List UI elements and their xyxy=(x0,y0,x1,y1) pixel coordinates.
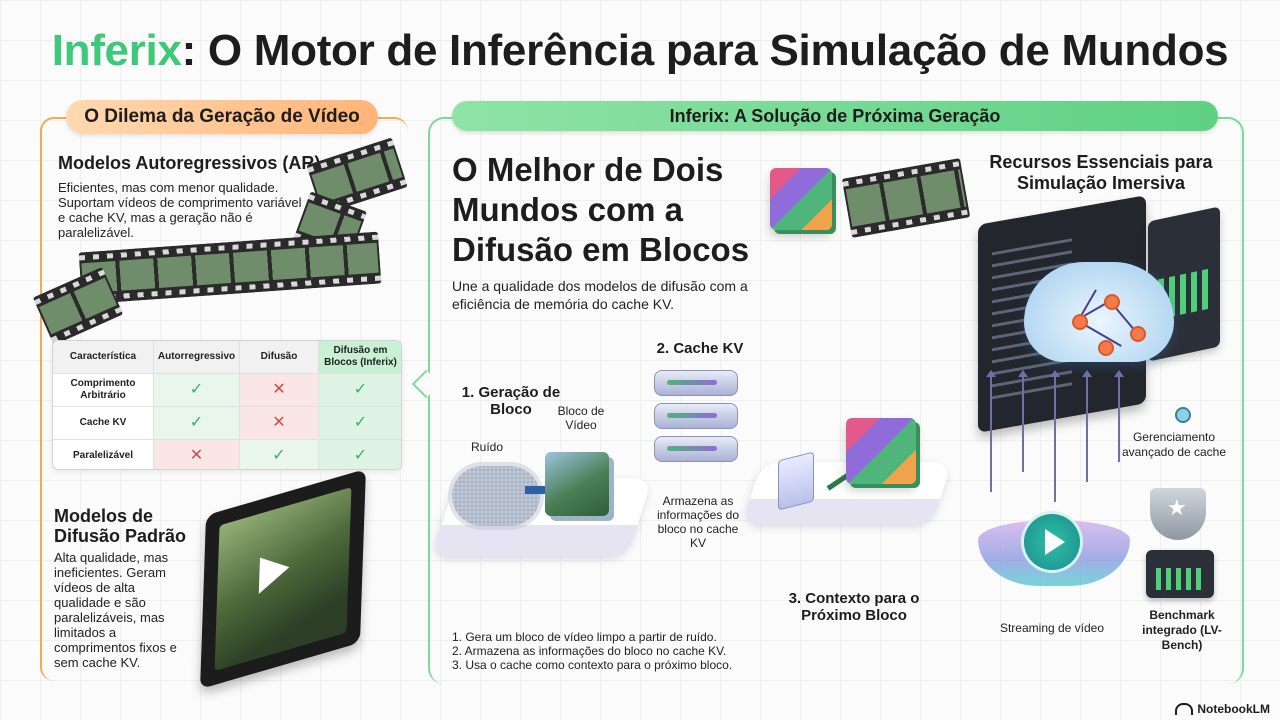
block-diffusion-title: O Melhor de Dois Mundos com a Difusão em… xyxy=(452,151,750,268)
step3-label: 3. Contexto para o Próximo Bloco xyxy=(788,590,920,624)
table-feature-cell: Paralelizável xyxy=(53,440,154,469)
title-rest: : O Motor de Inferência para Simulação d… xyxy=(181,26,1229,75)
check-icon: ✓ xyxy=(319,407,401,439)
block-diffusion-description: Une a qualidade dos modelos de difusão c… xyxy=(452,278,748,312)
arrow-right-icon xyxy=(525,480,557,500)
check-icon: ✓ xyxy=(240,440,319,469)
cross-icon: ✕ xyxy=(154,440,240,469)
cache-layer xyxy=(654,370,738,396)
trophy-icon: ★ xyxy=(1150,488,1206,540)
cache-layer xyxy=(654,403,738,429)
table-header-cell: Difusão em Blocos (Inferix) xyxy=(319,341,401,373)
check-icon: ✓ xyxy=(154,407,240,439)
list-item: 1. Gera um bloco de vídeo limpo a partir… xyxy=(452,630,717,644)
noise-label: Ruído xyxy=(470,440,504,454)
table-feature-cell: Cache KV xyxy=(53,407,154,439)
steps-list: 1. Gera um bloco de vídeo limpo a partir… xyxy=(452,630,792,672)
ar-models-description: Eficientes, mas com menor qualidade. Sup… xyxy=(58,180,302,240)
benchmark-chart-icon xyxy=(1146,550,1214,598)
resources-title: Recursos Essenciais para Simulação Imers… xyxy=(989,152,1213,193)
left-section-pill: O Dilema da Geração de Vídeo xyxy=(66,100,378,134)
cache-node-icon xyxy=(1175,407,1191,423)
context-panel-icon xyxy=(778,451,814,511)
kv-cache-stack-icon xyxy=(654,370,738,469)
data-flow-arrow xyxy=(1050,370,1060,502)
page-title: Inferix: O Motor de Inferência para Simu… xyxy=(0,26,1280,76)
list-item: 3. Usa o cache como contexto para o próx… xyxy=(452,658,733,672)
comparison-table: Característica Autorregressivo Difusão D… xyxy=(52,340,402,470)
noise-cloud-icon xyxy=(452,466,540,526)
cache-layer xyxy=(654,436,738,462)
table-header-cell: Característica xyxy=(53,341,154,373)
table-feature-cell: Comprimento Arbitrário xyxy=(53,374,154,406)
diffusion-models-description: Alta qualidade, mas ineficientes. Geram … xyxy=(54,550,177,670)
data-flow-arrow xyxy=(1114,370,1124,462)
video-block-label: Bloco de Vídeo xyxy=(557,404,605,432)
check-icon: ✓ xyxy=(319,374,401,406)
notebooklm-logo-icon xyxy=(1175,703,1194,715)
check-icon: ✓ xyxy=(319,440,401,469)
kv-store-description: Armazena as informações do bloco no cach… xyxy=(656,494,740,550)
data-flow-arrow xyxy=(986,370,996,492)
video-cube-icon xyxy=(770,168,832,230)
table-header-row: Característica Autorregressivo Difusão D… xyxy=(53,341,401,374)
table-row: Cache KV ✓ ✕ ✓ xyxy=(53,407,401,440)
cross-icon: ✕ xyxy=(240,374,319,406)
step1-label: 1. Geração de Bloco xyxy=(461,384,561,418)
cache-management-label: Gerenciamento avançado de cache xyxy=(1121,430,1227,459)
data-flow-arrow xyxy=(1082,370,1092,482)
diffusion-models-title: Modelos de Difusão Padrão xyxy=(54,506,187,546)
list-item: 2. Armazena as informações do bloco no c… xyxy=(452,644,727,658)
benchmark-label: Benchmark integrado (LV-Bench) xyxy=(1142,608,1222,652)
notebooklm-watermark: NotebookLM xyxy=(1175,702,1270,716)
video-streaming-label: Streaming de vídeo xyxy=(999,621,1105,635)
step2-label: 2. Cache KV xyxy=(656,340,744,357)
table-row: Paralelizável ✕ ✓ ✓ xyxy=(53,440,401,469)
play-button-icon xyxy=(1024,514,1080,570)
video-block-cube-icon xyxy=(545,452,609,516)
check-icon: ✓ xyxy=(154,374,240,406)
table-header-cell: Autorregressivo xyxy=(154,341,240,373)
right-section-pill: Inferix: A Solução de Próxima Geração xyxy=(452,101,1218,131)
footer-label: NotebookLM xyxy=(1197,702,1270,716)
data-flow-arrow xyxy=(1018,370,1028,472)
next-block-cube-icon xyxy=(846,418,916,484)
title-brand: Inferix xyxy=(51,26,182,75)
table-header-cell: Difusão xyxy=(240,341,319,373)
cross-icon: ✕ xyxy=(240,407,319,439)
ar-models-title: Modelos Autoregressivos (AR) xyxy=(58,153,321,173)
table-row: Comprimento Arbitrário ✓ ✕ ✓ xyxy=(53,374,401,407)
